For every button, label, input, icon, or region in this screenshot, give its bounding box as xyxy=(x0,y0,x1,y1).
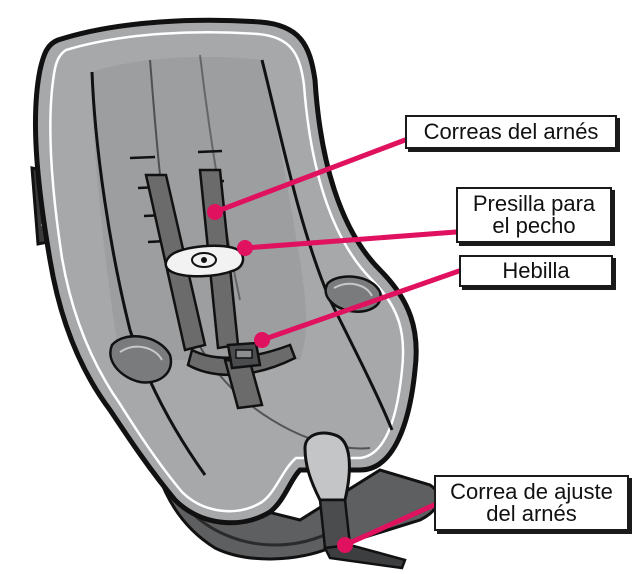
label-chest-clip-line2: el pecho xyxy=(492,213,576,238)
label-chest-clip-line1: Presilla para xyxy=(472,191,596,216)
seat-back-cushion xyxy=(91,56,307,361)
leader-line-buckle xyxy=(259,268,462,343)
label-harness-straps: Correas del arnés xyxy=(405,115,617,149)
label-adjuster-strap-line1: Correa de ajuste xyxy=(450,479,613,504)
label-buckle-text: Hebilla xyxy=(502,258,570,283)
seat-seam-left xyxy=(90,71,207,476)
leader-lines xyxy=(207,137,462,553)
leader-line-adjuster-strap xyxy=(342,502,437,548)
label-chest-clip: Presilla para el pecho xyxy=(456,187,612,243)
buckle xyxy=(226,341,262,370)
seat-piping xyxy=(49,31,405,513)
label-adjuster-strap-line2: del arnés xyxy=(486,501,577,526)
leader-line-chest-clip xyxy=(242,229,459,251)
leader-line-harness-straps xyxy=(212,137,408,215)
label-harness-straps-text: Correas del arnés xyxy=(423,119,599,144)
chest-clip xyxy=(164,244,245,278)
label-buckle: Hebilla xyxy=(459,255,613,287)
label-adjuster-strap: Correa de ajuste del arnés xyxy=(434,475,629,531)
left-side-pad xyxy=(109,335,173,384)
